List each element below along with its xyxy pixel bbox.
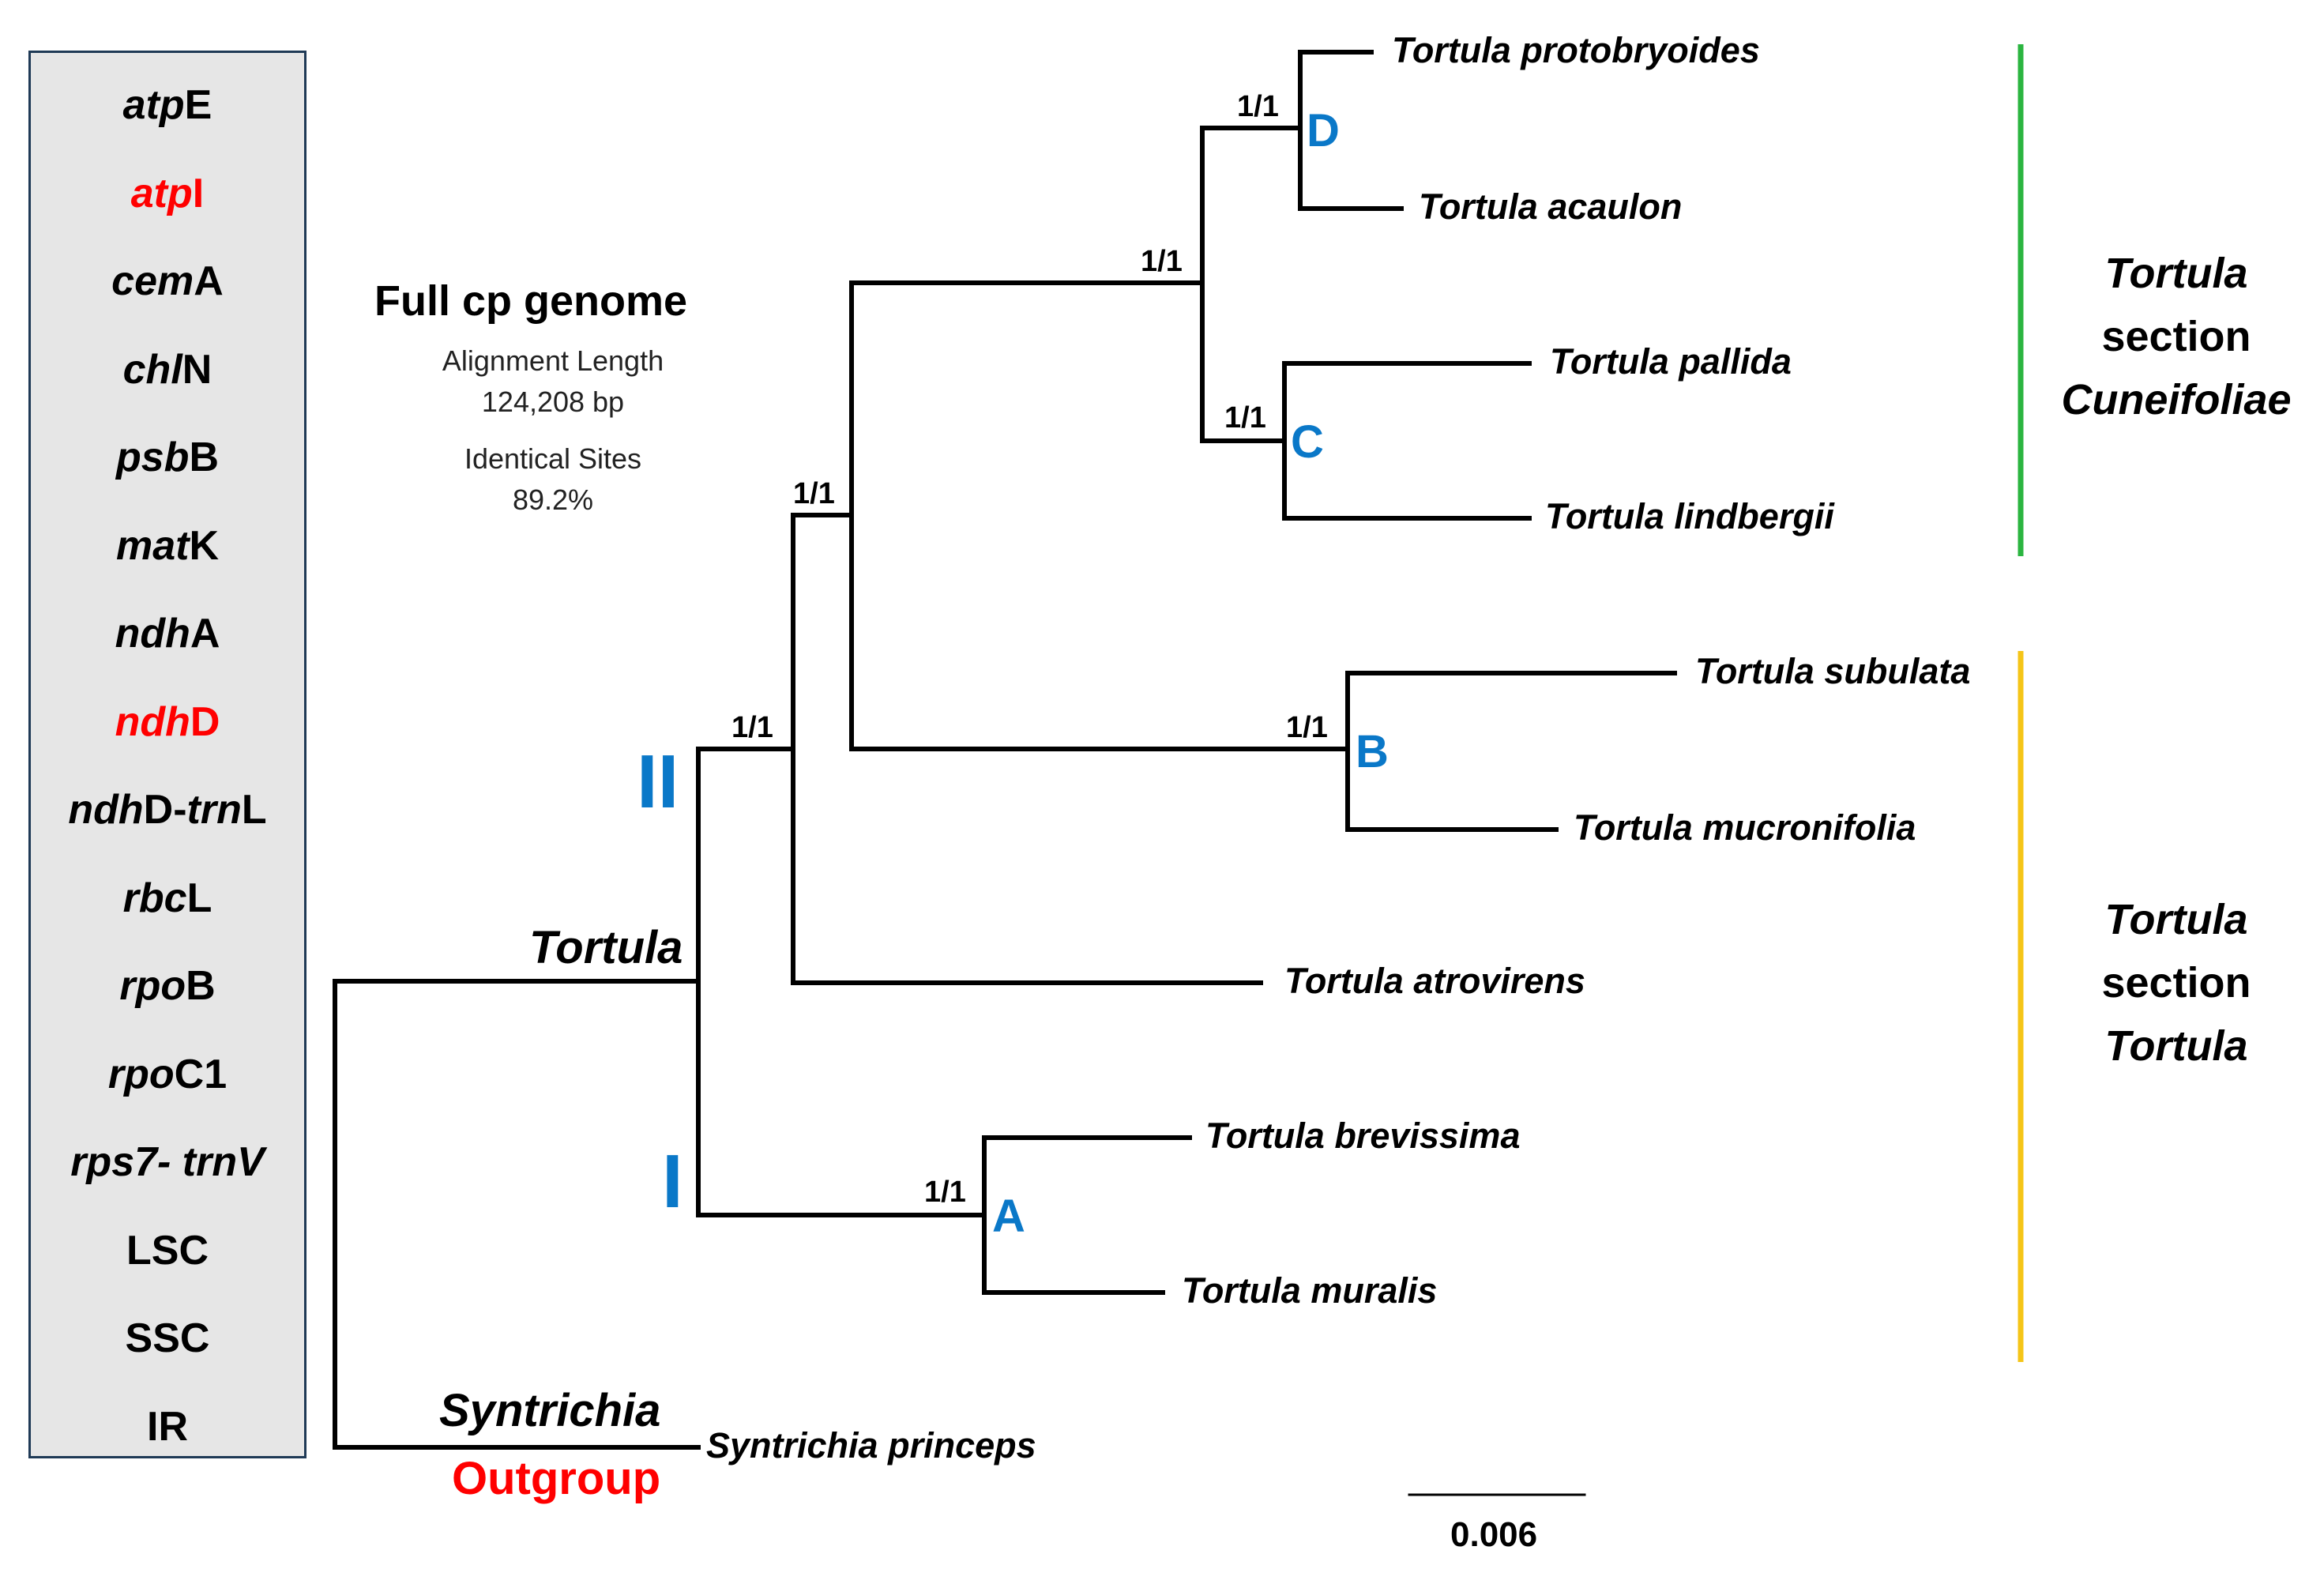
gene-name-part: cem — [111, 258, 194, 304]
gene-name-part: K — [189, 522, 220, 569]
clade-label-ii: II — [637, 739, 679, 824]
gene-name-part: E — [184, 82, 212, 128]
gene-item: matK — [31, 522, 304, 570]
taxon-label: Tortula brevissima — [1205, 1116, 1521, 1156]
support-value: 1/1 — [924, 1176, 966, 1209]
support-value: 1/1 — [1237, 90, 1279, 123]
gene-item: cemA — [31, 258, 304, 305]
gene-item: rps7- trnV — [31, 1138, 304, 1186]
taxon-label: Tortula lindbergii — [1545, 496, 1834, 536]
support-value: 1/1 — [1224, 401, 1266, 435]
support-value: 1/1 — [793, 477, 835, 510]
identical-value: 89.2% — [512, 483, 594, 516]
gene-name-part: mat — [115, 522, 190, 569]
gene-name-part: atp — [130, 170, 193, 216]
clade-label-a: A — [992, 1191, 1025, 1242]
gene-name-part: B — [189, 435, 219, 480]
gene-name-part: B — [186, 963, 216, 1009]
gene-name-part: rbc — [122, 875, 187, 921]
clade-label-i: I — [662, 1139, 683, 1224]
identical-label: Identical Sites — [464, 442, 642, 475]
gene-item: atpI — [31, 170, 304, 217]
gene-name-part: ndh — [115, 698, 190, 745]
taxon-label: Tortula atrovirens — [1284, 961, 1585, 1001]
gene-item: rbcL — [31, 875, 304, 922]
gene-name-part: D — [190, 698, 220, 745]
clade-label-d: D — [1307, 105, 1340, 156]
section-label-tortula: Tortula section Tortula — [2101, 896, 2251, 1070]
gene-name-part: LSC — [126, 1227, 209, 1274]
gene-name-part: psb — [115, 435, 190, 480]
gene-item: atpE — [31, 81, 304, 129]
gene-item: psbB — [31, 434, 304, 481]
gene-name-part: rpo — [107, 1051, 175, 1097]
gene-item: chlN — [31, 346, 304, 393]
group-label-syntrichia: Syntrichia — [439, 1385, 661, 1436]
gene-name-part: A — [190, 611, 220, 657]
gene-name-part: L — [186, 875, 212, 921]
alignment-label: Alignment Length — [442, 344, 664, 377]
clade-label-b: B — [1356, 726, 1389, 777]
gene-name-part: IR — [147, 1403, 188, 1450]
scale-bar-label: 0.006 — [1450, 1515, 1538, 1554]
gene-item: ndhA — [31, 610, 304, 657]
support-value: 1/1 — [1141, 245, 1183, 278]
gene-name-part: A — [194, 258, 224, 304]
gene-item: rpoB — [31, 962, 304, 1010]
taxon-label: Tortula pallida — [1550, 341, 1792, 382]
gene-name-part: N — [182, 346, 212, 393]
gene-name-part: ndh — [68, 787, 144, 833]
group-label-tortula: Tortula — [529, 922, 683, 973]
alignment-value: 124,208 bp — [481, 386, 625, 418]
gene-item: ndhD-trnL — [31, 786, 304, 833]
taxon-label: Tortula mucronifolia — [1574, 807, 1916, 848]
clade-label-c: C — [1291, 416, 1324, 468]
gene-name-part: ndh — [115, 611, 190, 657]
gene-item: LSC — [31, 1227, 304, 1274]
taxon-label: Tortula muralis — [1182, 1270, 1438, 1311]
gene-name-part: chl — [122, 346, 182, 393]
gene-name-part: I — [192, 170, 205, 216]
gene-name-part: D- — [143, 787, 187, 833]
taxon-label: Syntrichia princeps — [706, 1425, 1036, 1466]
support-value: 1/1 — [731, 711, 773, 744]
gene-item: SSC — [31, 1315, 304, 1362]
gene-item: ndhD — [31, 698, 304, 746]
gene-item: IR — [31, 1403, 304, 1450]
taxon-label: Tortula protobryoides — [1392, 30, 1760, 70]
outgroup-label: Outgroup — [452, 1453, 661, 1504]
gene-name-part: SSC — [125, 1315, 210, 1361]
support-value: 1/1 — [1286, 711, 1328, 744]
info-title: Full cp genome — [374, 277, 688, 325]
gene-name-part: atp — [122, 82, 185, 128]
gene-name-part: rps7- trnV — [70, 1139, 265, 1185]
gene-name-part: rpo — [119, 963, 186, 1009]
taxon-label: Tortula acaulon — [1419, 186, 1683, 227]
gene-name-part: L — [241, 787, 267, 833]
taxon-label: Tortula subulata — [1695, 651, 1971, 691]
section-label-cuneifoliae: Tortula section Cuneifoliae — [2061, 250, 2292, 423]
gene-name-part: trn — [186, 787, 242, 833]
gene-item: rpoC1 — [31, 1051, 304, 1098]
gene-name-part: C1 — [174, 1051, 228, 1097]
